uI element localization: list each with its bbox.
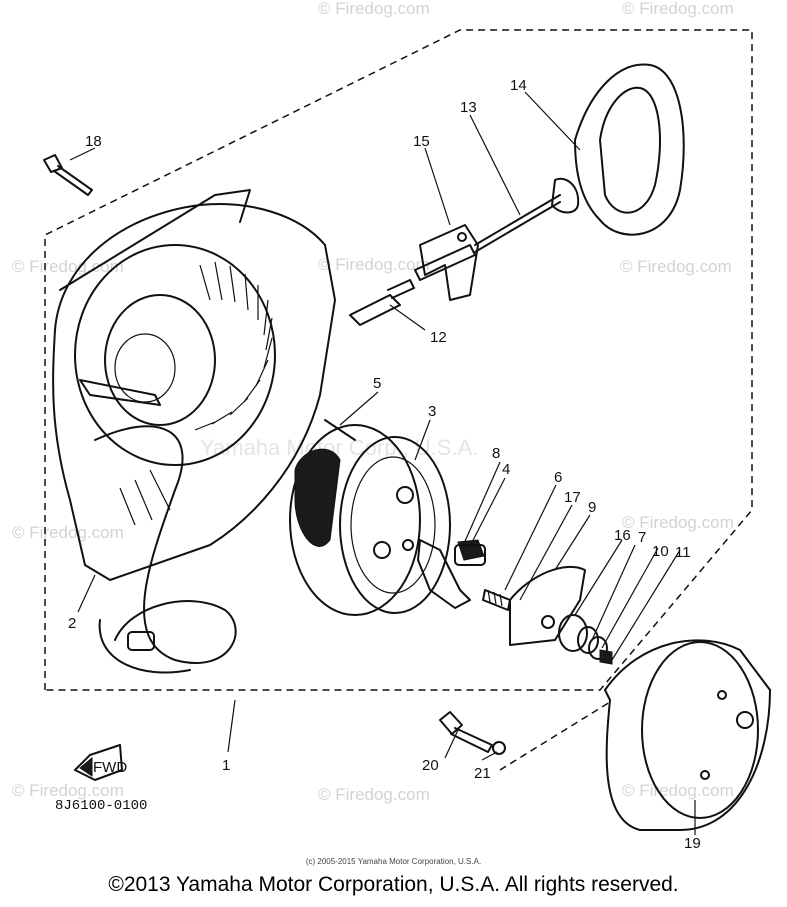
callout-1: 1 (222, 757, 230, 774)
callout-9: 9 (588, 499, 596, 516)
callout-13: 13 (460, 99, 477, 116)
watermark: © Firedog.com (622, 0, 734, 18)
callout-16: 16 (614, 527, 631, 544)
watermark: © Firedog.com (12, 781, 124, 800)
assembly-boundary (44, 29, 753, 691)
callout-numbers: 1 2 3 4 5 6 7 8 9 10 11 12 13 14 15 16 1… (68, 77, 701, 852)
dashed-link (499, 701, 611, 771)
pawl (417, 539, 486, 609)
callout-7: 7 (638, 529, 646, 546)
fan-fins (119, 261, 273, 526)
callout-11: 11 (675, 544, 691, 561)
small-credit-line: (c) 2005-2015 Yamaha Motor Corporation, … (305, 857, 482, 866)
watermark: © Firedog.com (622, 513, 734, 532)
fan-housing (52, 189, 336, 674)
drive-plate (509, 565, 586, 646)
watermark: © Firedog.com (12, 523, 124, 542)
callout-6: 6 (554, 469, 562, 486)
watermarks: © Firedog.com © Firedog.com © Firedog.co… (12, 0, 734, 804)
callout-5: 5 (373, 375, 381, 392)
forward-arrow: FWD (74, 744, 127, 781)
center-watermark: Yamaha Motor Corp., U.S.A. (200, 435, 478, 460)
callout-14: 14 (510, 77, 527, 94)
watermark: © Firedog.com (12, 257, 124, 276)
callout-3: 3 (428, 403, 436, 420)
bolt-and-washer (439, 711, 506, 755)
copyright-notice: ©2013 Yamaha Motor Corporation, U.S.A. A… (108, 873, 679, 896)
pulley (289, 419, 451, 616)
callout-18: 18 (85, 133, 102, 150)
rope-handle (474, 63, 685, 253)
watermark: © Firedog.com (620, 257, 732, 276)
watermark: © Firedog.com (318, 255, 430, 274)
starter-cover (604, 639, 771, 831)
callout-19: 19 (684, 835, 701, 852)
callout-8: 8 (492, 445, 500, 462)
spring (482, 589, 511, 611)
fwd-label: FWD (93, 759, 127, 776)
callout-15: 15 (413, 133, 430, 150)
watermark: © Firedog.com (318, 0, 430, 18)
bracket (414, 224, 479, 301)
callout-12: 12 (430, 329, 447, 346)
watermark: © Firedog.com (622, 781, 734, 800)
leader-lines (69, 91, 696, 835)
callout-4: 4 (502, 461, 510, 478)
callout-21: 21 (474, 765, 491, 782)
callout-20: 20 (422, 757, 439, 774)
watermark: © Firedog.com (318, 785, 430, 804)
housing-bolt (43, 154, 93, 196)
callout-17: 17 (564, 489, 581, 506)
washers (558, 614, 613, 665)
callout-10: 10 (652, 543, 669, 560)
rope-guide (349, 279, 415, 326)
diagram-part-code: 8J6100-0100 (55, 798, 148, 814)
callout-2: 2 (68, 615, 76, 632)
